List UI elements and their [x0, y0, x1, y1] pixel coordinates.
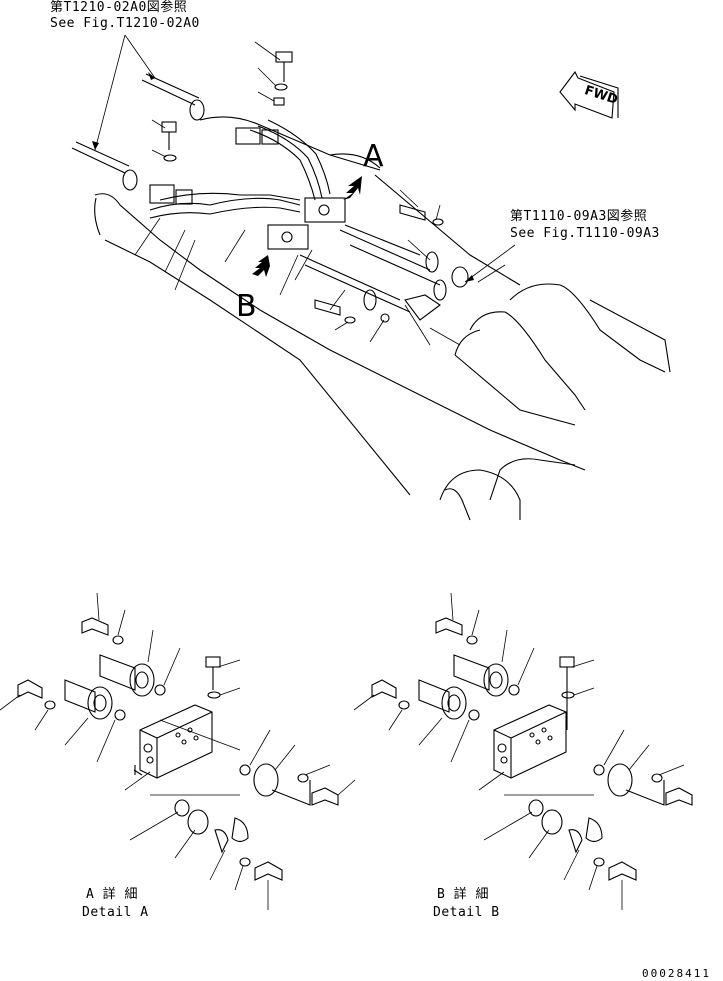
view-a-label: A [363, 139, 384, 174]
detail-b-jp: B 詳 細 [437, 887, 489, 902]
ref-right-en: See Fig.T1110-09A3 [510, 226, 660, 241]
detail-a-drawing [0, 592, 356, 910]
drawing-number: 00028411 [642, 967, 711, 980]
ref-top-jp: 第T1210-02A0図参照 [50, 0, 188, 15]
main-assembly [71, 34, 671, 521]
ref-top-en: See Fig.T1210-02A0 [50, 16, 200, 31]
detail-a-en: Detail A [82, 905, 149, 920]
detail-a-jp: A 詳 細 [86, 887, 138, 902]
detail-b-en: Detail B [433, 905, 500, 920]
detail-b-drawing [353, 592, 693, 910]
fwd-arrow-icon [559, 70, 619, 119]
view-b-label: B [236, 289, 257, 324]
ref-right-jp: 第T1110-09A3図参照 [510, 209, 648, 224]
